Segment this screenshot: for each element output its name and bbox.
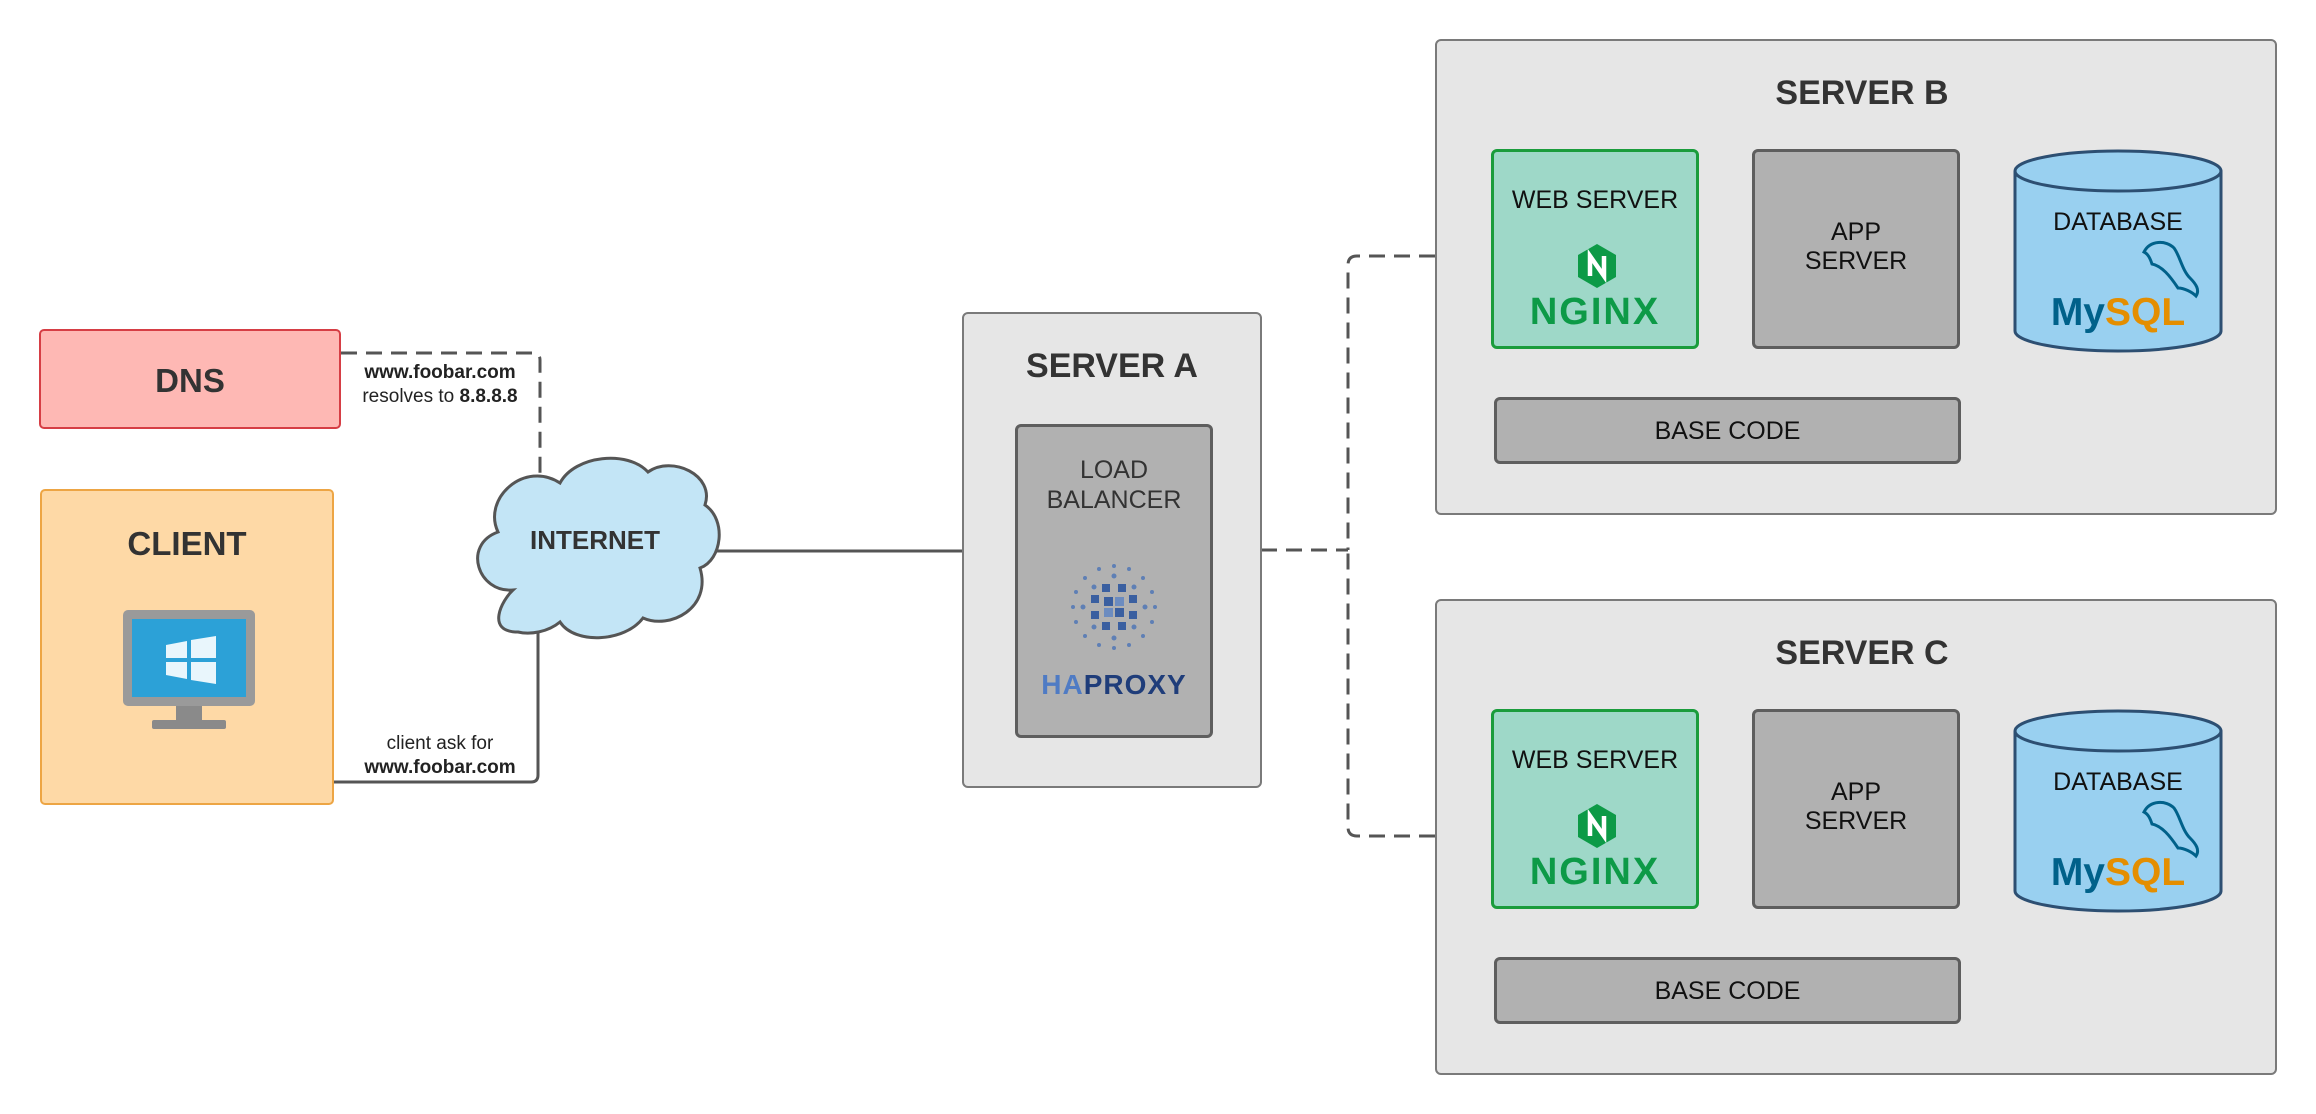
server-c-mysql-logo: MySQL: [2015, 850, 2221, 897]
dns-note-ip: 8.8.8.8: [459, 386, 518, 407]
server-c-mysql-dolphin-icon: [2141, 801, 2200, 859]
server-b-title: SERVER B: [1775, 74, 1949, 112]
server-b-mysql-dolphin-icon: [2141, 241, 2200, 299]
server-c-base-code: BASE CODE: [1494, 957, 1961, 1024]
client-label: CLIENT: [127, 525, 247, 562]
load-balancer: LOAD BALANCER: [1015, 424, 1213, 738]
load-balancer-label-line1: LOAD: [1079, 456, 1149, 484]
server-b-web-server: WEB SERVER NGINX: [1491, 149, 1699, 349]
server-c-database-icon: [2013, 709, 2223, 913]
server-c-app-line2: SERVER: [1804, 807, 1908, 835]
client-note: client ask for www.foobar.com: [340, 732, 540, 780]
server-b-app-server: APP SERVER: [1752, 149, 1960, 349]
dns-box: DNS: [39, 329, 341, 429]
server-a-title: SERVER A: [1026, 347, 1198, 385]
computer-monitor-icon: [123, 610, 255, 729]
nginx-n-icon: [1578, 804, 1616, 848]
server-b-mysql-sql: SQL: [2105, 291, 2186, 334]
server-c-base-code-label: BASE CODE: [1654, 977, 1801, 1005]
dns-note-text: resolves to: [362, 386, 455, 407]
server-b-base-code: BASE CODE: [1494, 397, 1961, 464]
load-balancer-label-line2: BALANCER: [1046, 486, 1182, 514]
dns-note-domain: www.foobar.com: [364, 362, 516, 383]
server-b-mysql-logo: MySQL: [2015, 290, 2221, 337]
dns-link: [341, 351, 542, 475]
server-c-web-server: WEB SERVER NGINX: [1491, 709, 1699, 909]
nginx-wordmark: NGINX: [1529, 851, 1661, 893]
server-b-app-line1: APP: [1830, 218, 1882, 246]
server-b-database-label: DATABASE: [2053, 208, 2183, 236]
server-c-app-line1: APP: [1830, 778, 1882, 806]
nginx-n-icon: [1578, 244, 1616, 288]
haproxy-ha: HA: [1041, 669, 1084, 700]
server-b-base-code-label: BASE CODE: [1654, 417, 1801, 445]
server-a: SERVER A LOAD BALANCER: [962, 312, 1262, 788]
client-note-text: client ask for: [386, 733, 494, 754]
server-b-app-server-label: APP SERVER: [1755, 218, 1957, 276]
dns-note-resolution: resolves to 8.8.8.8: [340, 385, 540, 409]
dns-note: www.foobar.com resolves to 8.8.8.8: [340, 361, 540, 409]
server-c-web-server-label: WEB SERVER: [1511, 746, 1679, 774]
server-c-database-label: DATABASE: [2053, 768, 2183, 796]
load-balancer-label: LOAD BALANCER: [1018, 455, 1210, 515]
server-b-web-server-label: WEB SERVER: [1511, 186, 1679, 214]
server-b-database-icon: [2013, 149, 2223, 353]
client-link: [188, 610, 540, 784]
haproxy-logo: HAPROXY: [1018, 668, 1210, 702]
haproxy-emblem-icon: [1071, 564, 1157, 650]
server-b-link: [1346, 254, 1435, 550]
internet-label: INTERNET: [530, 525, 660, 555]
server-c-mysql-my: My: [2050, 851, 2105, 894]
server-c-title: SERVER C: [1775, 634, 1949, 672]
client-note-domain: www.foobar.com: [364, 757, 516, 778]
server-b-mysql-my: My: [2050, 291, 2105, 334]
haproxy-rest: PROXY: [1083, 669, 1187, 700]
internet-cloud: [476, 456, 721, 640]
server-c-app-server-label: APP SERVER: [1755, 778, 1957, 836]
dns-label: DNS: [155, 362, 225, 399]
client-box: CLIENT: [40, 489, 334, 805]
server-c-link: [1346, 550, 1435, 838]
nginx-wordmark: NGINX: [1529, 291, 1661, 333]
server-b-app-line2: SERVER: [1804, 247, 1908, 275]
server-c-mysql-sql: SQL: [2105, 851, 2186, 894]
server-c-app-server: APP SERVER: [1752, 709, 1960, 909]
